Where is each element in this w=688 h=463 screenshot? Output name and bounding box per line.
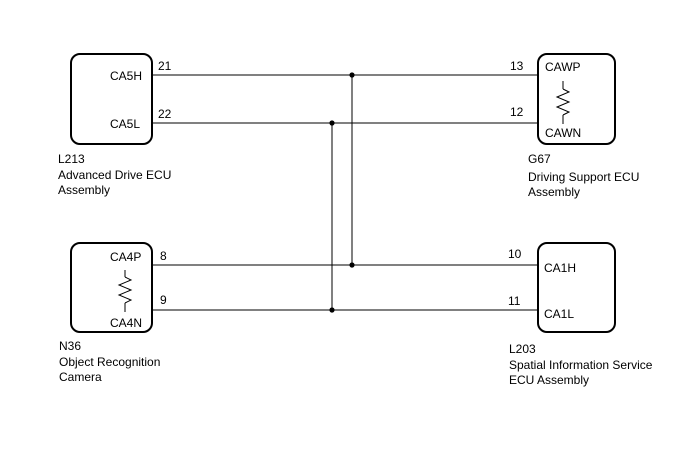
- resistor-icon: [117, 270, 133, 312]
- pin-label: CA1H: [544, 261, 576, 275]
- component-name: ECU Assembly: [509, 373, 589, 387]
- pin-number: 12: [510, 105, 524, 119]
- pin-label: CA5L: [110, 117, 140, 131]
- pin-label: CAWN: [545, 126, 581, 140]
- pin-number: 9: [160, 293, 167, 307]
- pin-label: CA1L: [544, 307, 574, 321]
- component-name: Camera: [59, 370, 102, 384]
- component-box-l203: [537, 242, 616, 333]
- junction-dot: [329, 120, 335, 126]
- junction-dot: [349, 72, 355, 78]
- component-name: Assembly: [528, 185, 580, 199]
- component-box-g67: [537, 53, 616, 145]
- pin-label: CA5H: [110, 69, 142, 83]
- junction-dot: [349, 262, 355, 268]
- pin-number: 13: [510, 59, 524, 73]
- pin-label: CA4N: [110, 316, 142, 330]
- junction-dot: [329, 307, 335, 313]
- component-code: N36: [59, 339, 81, 353]
- component-code: L203: [509, 342, 536, 356]
- pin-label: CA4P: [110, 250, 141, 264]
- pin-label: CAWP: [545, 60, 581, 74]
- pin-number: 10: [508, 247, 522, 261]
- component-name: Advanced Drive ECU: [58, 168, 171, 182]
- component-code: L213: [58, 152, 85, 166]
- component-box-l213: [70, 53, 153, 145]
- pin-number: 22: [158, 107, 172, 121]
- component-name: Object Recognition: [59, 355, 160, 369]
- pin-number: 21: [158, 59, 172, 73]
- component-name: Assembly: [58, 183, 110, 197]
- pin-number: 11: [508, 294, 521, 308]
- component-code: G67: [528, 152, 551, 166]
- pin-number: 8: [160, 249, 167, 263]
- component-box-n36: [70, 242, 153, 333]
- component-name: Driving Support ECU: [528, 170, 639, 184]
- resistor-icon: [555, 81, 571, 124]
- component-name: Spatial Information Service: [509, 358, 653, 372]
